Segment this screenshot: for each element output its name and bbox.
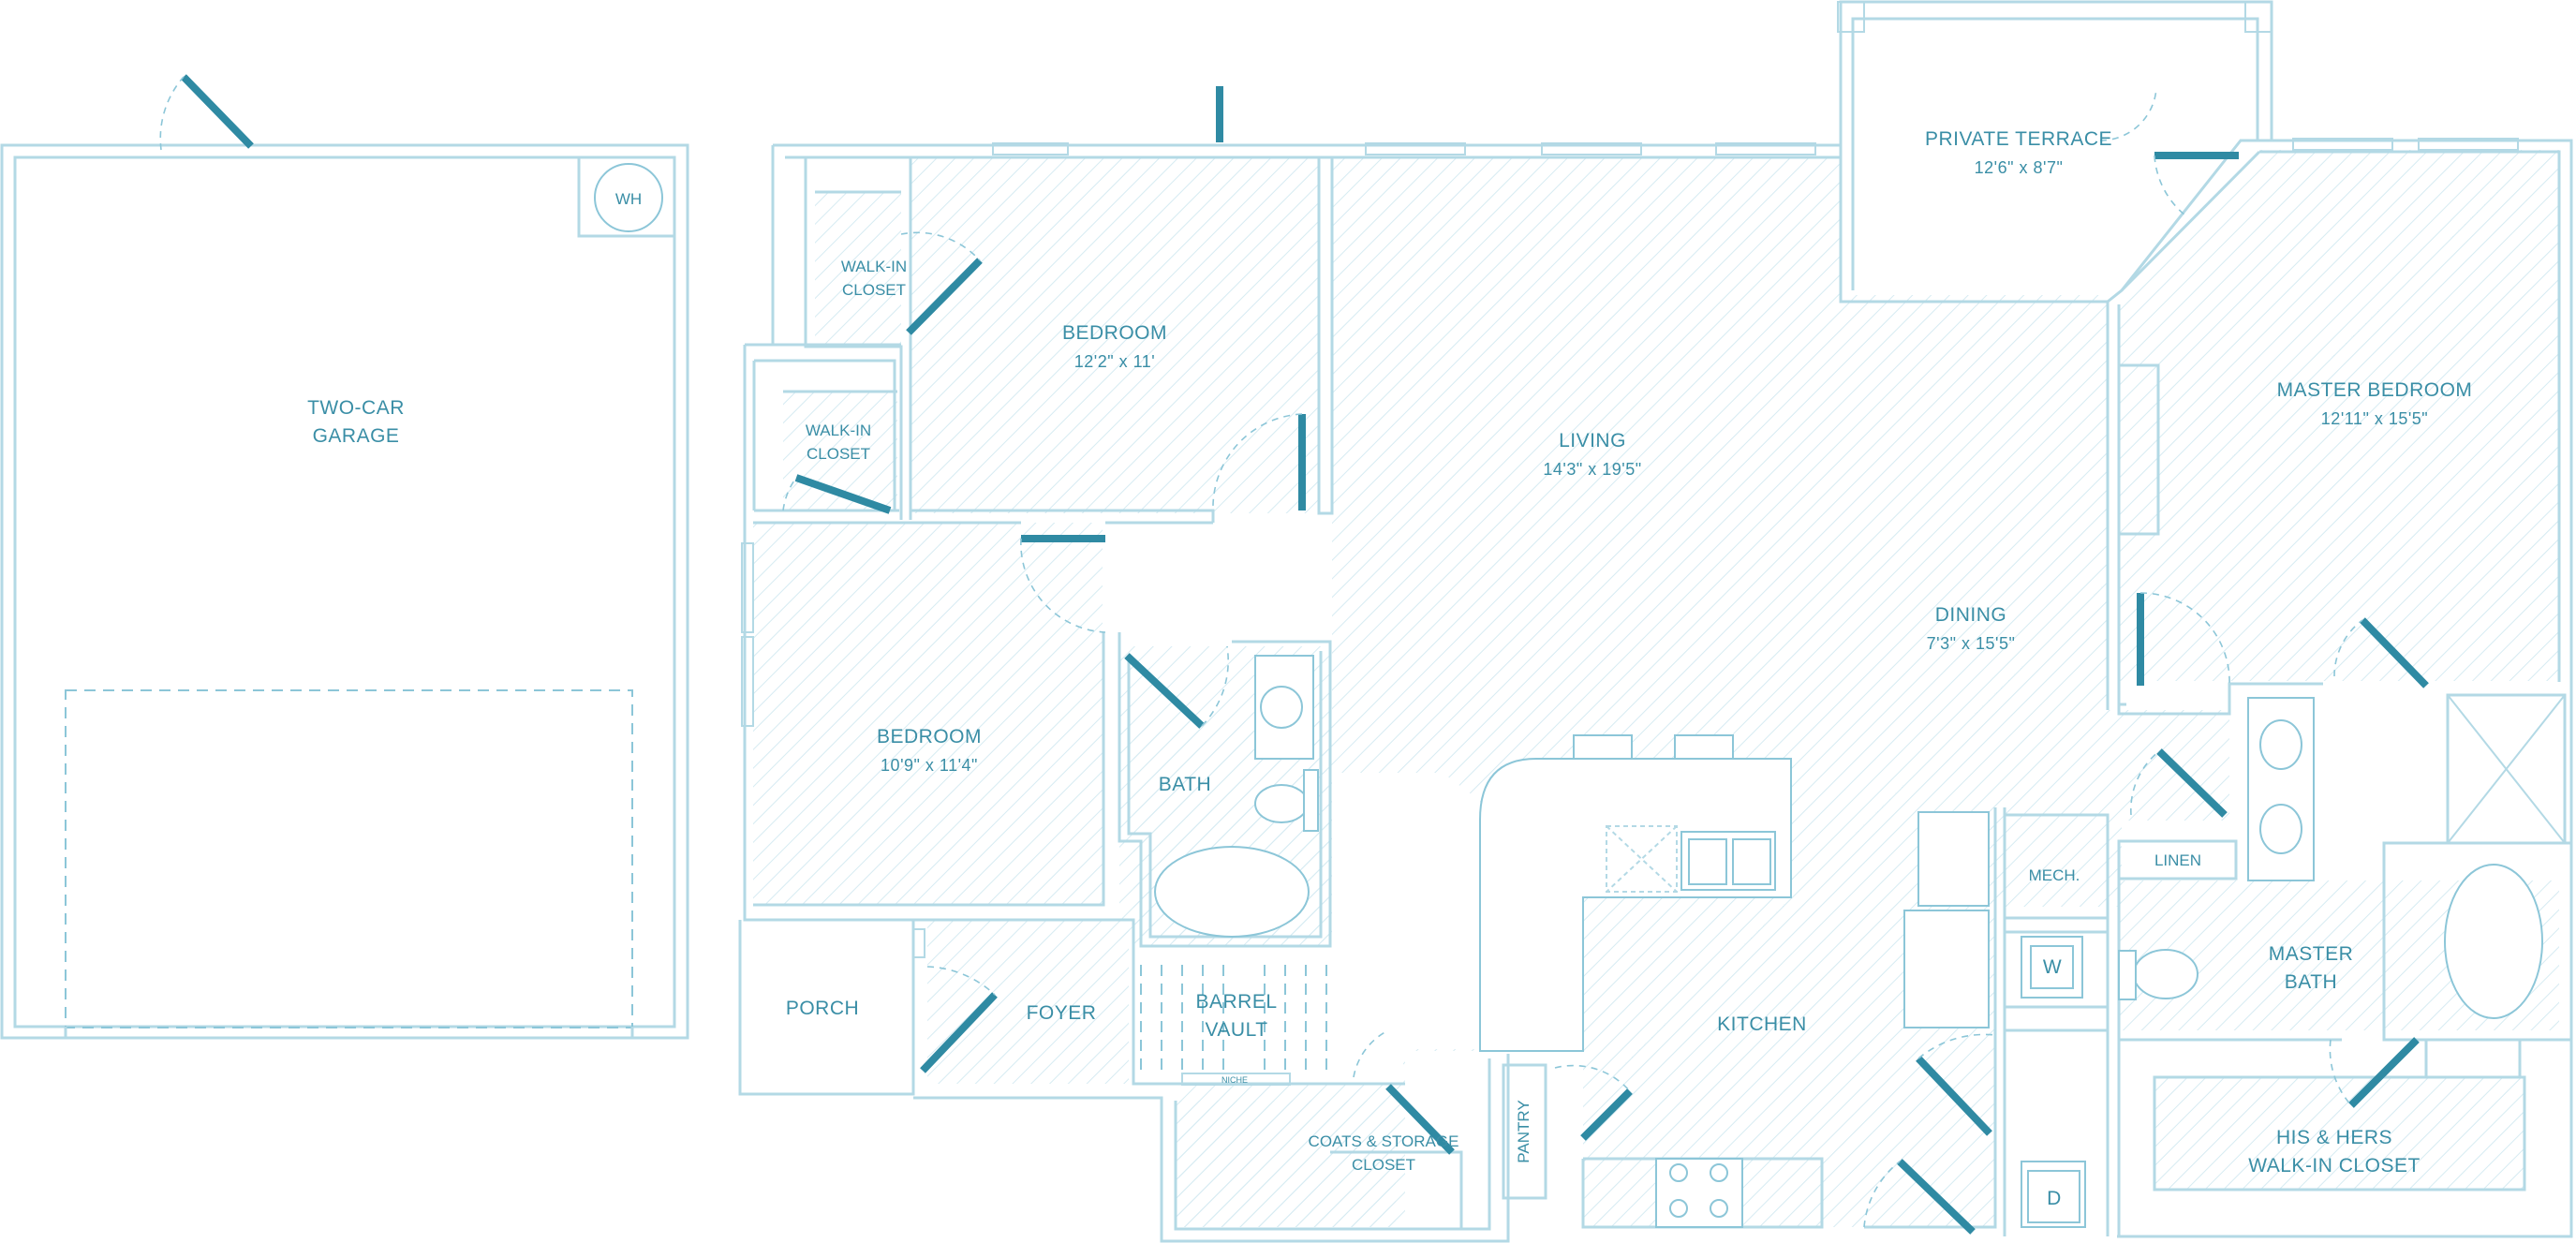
barrel-vault-name2: VAULT	[1205, 1019, 1267, 1041]
living-name: LIVING	[1559, 430, 1626, 451]
coats-name1: COATS & STORAGE	[1309, 1132, 1459, 1150]
master-bath-name1: MASTER	[2269, 943, 2354, 965]
kitchen-name: KITCHEN	[1717, 1014, 1807, 1035]
master-bedroom-dim: 12'11" x 15'5"	[2321, 409, 2428, 428]
bath-name: BATH	[1159, 774, 1211, 795]
walkin2-name1: WALK-IN	[806, 422, 871, 439]
walls	[738, 0, 2573, 1243]
dining-dim: 7'3" x 15'5"	[1927, 634, 2016, 653]
garage-door-icon[interactable]	[181, 74, 254, 149]
walkin2-name2: CLOSET	[807, 445, 870, 463]
walkin1-name1: WALK-IN	[841, 258, 907, 275]
bedroom2-name: BEDROOM	[877, 726, 982, 747]
water-heater-label: WH	[615, 190, 642, 208]
dryer-label: D	[2047, 1188, 2062, 1209]
foyer-name: FOYER	[1027, 1002, 1097, 1024]
garage-label-1: TWO-CAR	[307, 397, 405, 419]
his-hers-name1: HIS & HERS	[2276, 1127, 2392, 1148]
garage-label-2: GARAGE	[313, 425, 400, 447]
doors	[782, 86, 2429, 1235]
walkin1-name2: CLOSET	[842, 281, 906, 299]
coats-name2: CLOSET	[1352, 1156, 1415, 1174]
garage: WH TWO-CAR GARAGE	[0, 74, 689, 1040]
dining-name: DINING	[1935, 604, 2007, 626]
bedroom1-name: BEDROOM	[1062, 322, 1167, 344]
porch-name: PORCH	[786, 998, 859, 1019]
linen-name: LINEN	[2154, 851, 2201, 869]
mech-name: MECH.	[2029, 866, 2080, 884]
bedroom2-dim: 10'9" x 11'4"	[881, 756, 978, 775]
pantry-name: PANTRY	[1515, 1100, 1532, 1162]
bedroom1-dim: 12'2" x 11'	[1074, 352, 1155, 371]
niche-label: NICHE	[1221, 1075, 1248, 1085]
terrace-name: PRIVATE TERRACE	[1925, 128, 2112, 150]
master-bath-name2: BATH	[2285, 971, 2337, 993]
hatched-floors	[753, 150, 2559, 1227]
barrel-vault-name1: BARREL	[1195, 991, 1277, 1013]
barrel-vault-lines	[1140, 965, 1327, 1077]
master-bedroom-name: MASTER BEDROOM	[2277, 379, 2473, 401]
terrace-dim: 12'6" x 8'7"	[1975, 158, 2064, 177]
room-labels: PRIVATE TERRACE 12'6" x 8'7" BEDROOM 12'…	[786, 128, 2473, 1209]
washer-label: W	[2043, 956, 2062, 978]
his-hers-name2: WALK-IN CLOSET	[2248, 1155, 2421, 1176]
living-dim: 14'3" x 19'5"	[1543, 460, 1641, 479]
